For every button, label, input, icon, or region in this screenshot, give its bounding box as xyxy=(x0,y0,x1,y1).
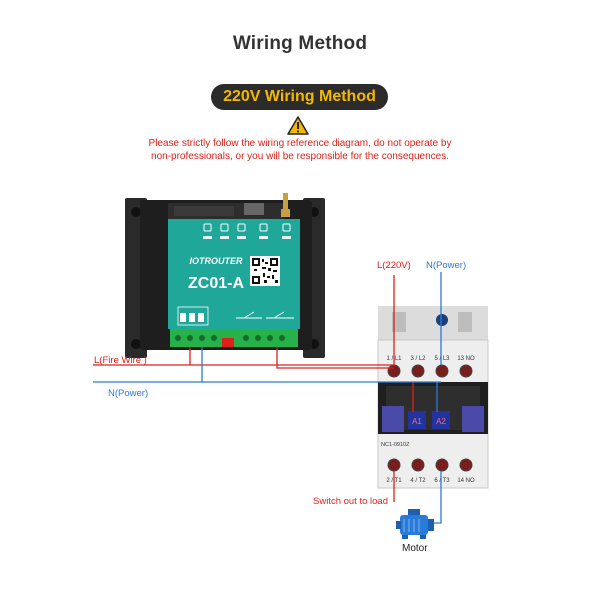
label-switch-out: Switch out to load xyxy=(313,496,388,507)
antenna xyxy=(283,193,288,211)
label-motor: Motor xyxy=(402,543,428,554)
module-face xyxy=(168,219,300,329)
coil-label-a2: A2 xyxy=(436,417,446,426)
contactor-model: NC1-0910Z xyxy=(381,442,410,448)
warning-icon xyxy=(287,116,309,135)
terminal-label-14no: 14 NO xyxy=(457,478,475,484)
wire-relay-to-contactor xyxy=(276,347,394,369)
coil-label-a1: A1 xyxy=(412,417,422,426)
terminal-screw-13no xyxy=(459,364,473,378)
subtitle-pill: 220V Wiring Method xyxy=(211,84,388,110)
terminal-screw-t2 xyxy=(411,458,425,472)
terminal-screw-t3 xyxy=(435,458,449,472)
terminal-label-13no: 13 NO xyxy=(457,356,475,362)
relay-module: IOTROUTER ZC01-A xyxy=(125,193,325,358)
warning-line-1: Please strictly follow the wiring refere… xyxy=(148,138,452,149)
terminal-label-l2: 3 / L2 xyxy=(410,356,426,362)
warning-text: Please strictly follow the wiring refere… xyxy=(100,137,500,163)
terminal-screw-l1 xyxy=(387,364,401,378)
terminal-screw-t1 xyxy=(387,458,401,472)
label-npower-top: N(Power) xyxy=(426,260,467,271)
terminal-screw-l3 xyxy=(435,364,449,378)
wires xyxy=(93,272,442,524)
coil-terminal-a2 xyxy=(432,411,450,429)
terminal-label-t3: 6 / T3 xyxy=(434,478,450,484)
coil-terminal-a1 xyxy=(408,411,426,429)
terminal-screw-14no xyxy=(459,458,473,472)
warning-line-2: non-professionals, or you will be respon… xyxy=(151,151,449,162)
wire-motor-return xyxy=(432,471,442,524)
label-npower-left: N(Power) xyxy=(108,388,149,399)
label-fire-wire: L(Fire Wire ) xyxy=(94,355,147,366)
label-l220: L(220V) xyxy=(377,260,411,271)
device-model: ZC01-A xyxy=(188,275,244,292)
qr-code xyxy=(250,256,280,286)
device-brand: IOTROUTER xyxy=(190,256,243,266)
contactor: 1 / L1 3 / L2 5 / L3 13 NO A1 A2 NC1-091… xyxy=(377,306,489,489)
page-title: Wiring Method xyxy=(232,33,368,54)
terminal-label-l3: 5 / L3 xyxy=(434,356,450,362)
terminal-screw-l2 xyxy=(411,364,425,378)
terminal-label-t2: 4 / T2 xyxy=(410,478,426,484)
motor-icon xyxy=(396,509,434,539)
